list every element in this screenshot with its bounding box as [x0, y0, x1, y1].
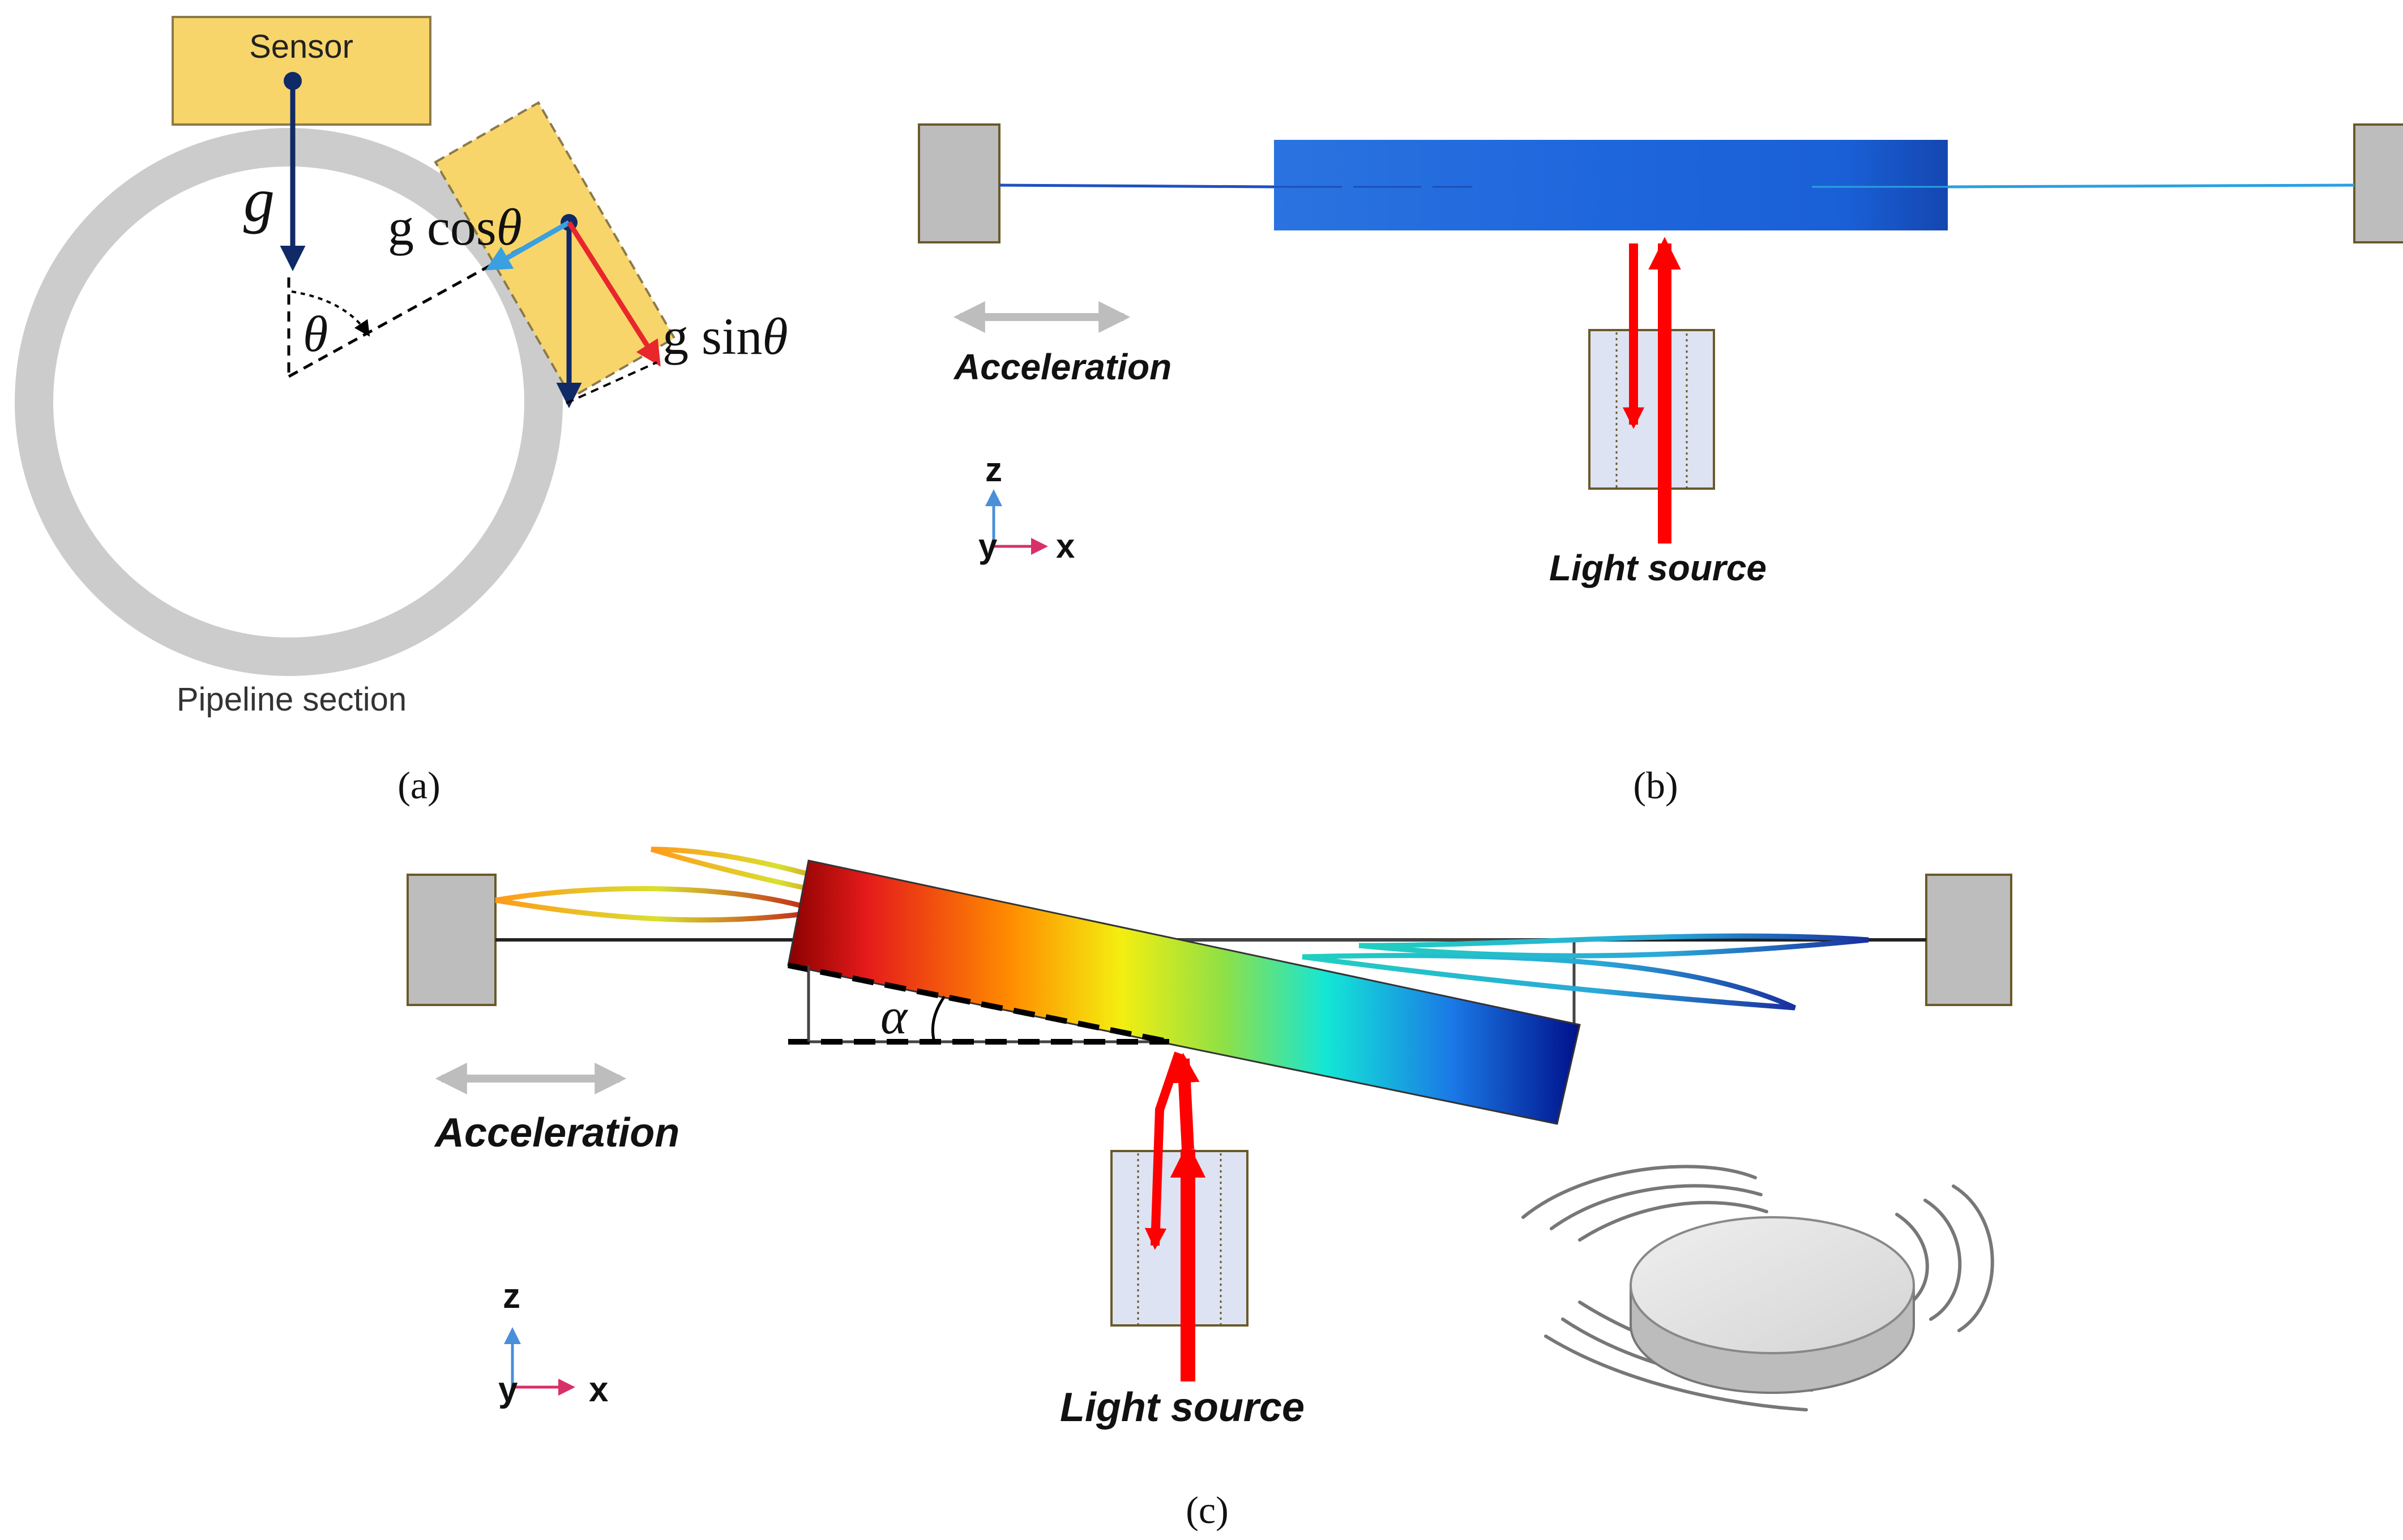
- g-cos-text: g cos: [388, 198, 497, 256]
- deformed-spring-right-2: [1358, 933, 1869, 959]
- anchor-right: [1925, 874, 2012, 1006]
- pipeline-ring: [15, 128, 563, 676]
- g-sin-text: g sin: [662, 307, 762, 365]
- axis-y-label: y: [978, 527, 998, 565]
- acceleration-label: Acceleration: [434, 1110, 679, 1156]
- panel-a: Sensor g θ g cosθ g sinθ Pipeline sectio…: [15, 16, 788, 807]
- spring-top-2: [1550, 1184, 1763, 1230]
- sensor-dot: [284, 72, 302, 90]
- device-disk-top: [1630, 1216, 1915, 1354]
- axis-z-label: z: [985, 451, 1002, 489]
- g-cos-label: g cosθ: [388, 198, 522, 256]
- pipeline-label: Pipeline section: [177, 681, 407, 718]
- light-source-housing: [1588, 329, 1715, 490]
- light-source-housing: [1110, 1150, 1248, 1327]
- axis-x-label: x: [1056, 527, 1075, 565]
- g-sin-label: g sinθ: [662, 307, 788, 365]
- caption-a: (a): [397, 764, 440, 807]
- beam-right: [1947, 183, 2355, 189]
- acceleration-label: Acceleration: [953, 346, 1171, 387]
- panel-c: α Acceleration z y x Light source (c): [407, 846, 2012, 1532]
- g-label: g: [243, 165, 275, 234]
- axis-z-label: z: [503, 1277, 520, 1316]
- alpha-label: α: [880, 989, 908, 1045]
- rotated-sensor-box: [434, 101, 676, 399]
- projection-dashed: [566, 361, 657, 404]
- alpha-arc: [931, 995, 946, 1042]
- g-cos-theta: θ: [497, 198, 522, 256]
- panel-b: Acceleration z y x Light source (b): [918, 123, 2403, 807]
- spring-bottom-3: [1544, 1334, 1808, 1411]
- spring-top-3: [1578, 1201, 1768, 1242]
- g-sin-theta: θ: [762, 307, 788, 365]
- tilted-proof-mass: [787, 859, 1581, 1125]
- caption-b: (b): [1633, 764, 1678, 807]
- g-cos-theta-arrow: [485, 220, 571, 271]
- theta-label: θ: [303, 306, 328, 362]
- caption-c: (c): [1186, 1488, 1228, 1532]
- g-sin-theta-arrow: [567, 221, 661, 367]
- beam-left: [999, 183, 1275, 189]
- theta-arc: [291, 290, 370, 337]
- light-source-label: Light source: [1060, 1385, 1305, 1430]
- axis-x-label: x: [589, 1370, 609, 1409]
- light-source-channel: [1615, 329, 1688, 490]
- anchor-right: [2353, 123, 2403, 243]
- deformed-spring-left-1: [495, 886, 822, 923]
- incident-beam-upper: [1169, 1053, 1200, 1150]
- anchor-left: [918, 123, 1000, 243]
- axis-y-label: y: [498, 1370, 518, 1409]
- sensor-box: [172, 16, 431, 126]
- sensor-label: Sensor: [249, 28, 353, 65]
- rotated-sensor: [434, 101, 676, 399]
- spring-top-1: [1521, 1165, 1757, 1219]
- light-source-label: Light source: [1549, 547, 1767, 588]
- proof-mass-disk: [1274, 140, 1948, 230]
- anchor-left: [407, 874, 497, 1006]
- spring-right-2: [1923, 1199, 1962, 1321]
- spring-right-1: [1952, 1184, 1994, 1332]
